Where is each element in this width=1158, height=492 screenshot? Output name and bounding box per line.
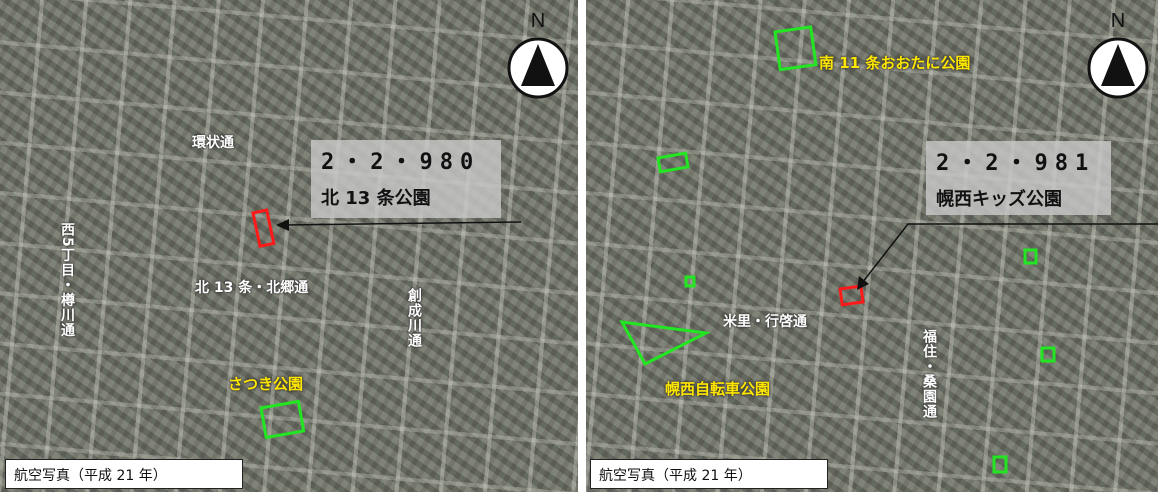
bicycle-park-label: 幌西自転車公園 xyxy=(665,380,771,398)
map-overlay-right xyxy=(619,25,1158,474)
photo-caption: 航空写真（平成 21 年） xyxy=(590,459,828,489)
north-compass: N xyxy=(506,10,570,102)
street-fukuzumi: 福住・桑園通 xyxy=(921,329,937,419)
park-name: 幌西キッズ公園 xyxy=(936,189,1062,210)
small-park-outline xyxy=(1023,248,1038,265)
photo-caption: 航空写真（平成 21 年） xyxy=(5,459,243,489)
street-ring-road: 環状通 xyxy=(192,135,234,151)
map-overlay-left xyxy=(251,208,522,440)
north-letter: N xyxy=(530,10,546,32)
small-park-outline xyxy=(992,455,1008,474)
small-park-outline xyxy=(684,275,696,288)
pointer-arrow-head xyxy=(276,219,289,231)
street-north13: 北 13 条・北郷通 xyxy=(195,280,309,296)
aerial-map-right: 南 11 条おおたに公園 2・2・981 幌西キッズ公園 米里・行啓通 福住・桑… xyxy=(586,0,1158,492)
pointer-arrow-line xyxy=(283,221,522,226)
north-letter: N xyxy=(1110,10,1126,32)
aerial-map-left: 2・2・980 北 13 条公園 環状通 西5丁目・樽川通 北 13 条・北郷通… xyxy=(0,0,578,492)
small-park-outline xyxy=(1040,346,1056,363)
park-name: 北 13 条公園 xyxy=(321,188,431,209)
satsuki-park-outline xyxy=(259,399,306,440)
compass-arrow-icon xyxy=(1087,37,1149,99)
street-sosei: 創成川通 xyxy=(406,288,422,348)
park-id-label: 2・2・981 幌西キッズ公園 xyxy=(926,141,1111,215)
street-yoneri: 米里・行啓通 xyxy=(723,314,807,330)
compass-arrow-icon xyxy=(507,37,569,99)
small-park-outline xyxy=(656,151,690,174)
park-id-code: 2・2・981 xyxy=(936,151,1096,176)
target-park-outline xyxy=(251,208,276,249)
park-id-label: 2・2・980 北 13 条公園 xyxy=(311,140,501,218)
pointer-arrow-line xyxy=(861,223,1158,284)
bicycle-park-outline xyxy=(619,320,711,366)
park-id-code: 2・2・980 xyxy=(321,150,481,175)
minami11-park-label: 南 11 条おおたに公園 xyxy=(819,54,971,72)
minami11-park-outline xyxy=(773,25,818,72)
north-compass: N xyxy=(1086,10,1150,102)
street-west5: 西5丁目・樽川通 xyxy=(59,222,75,338)
pointer-arrow-head xyxy=(857,276,869,290)
satsuki-park-label: さつき公園 xyxy=(228,375,304,393)
target-park-outline xyxy=(838,284,865,307)
